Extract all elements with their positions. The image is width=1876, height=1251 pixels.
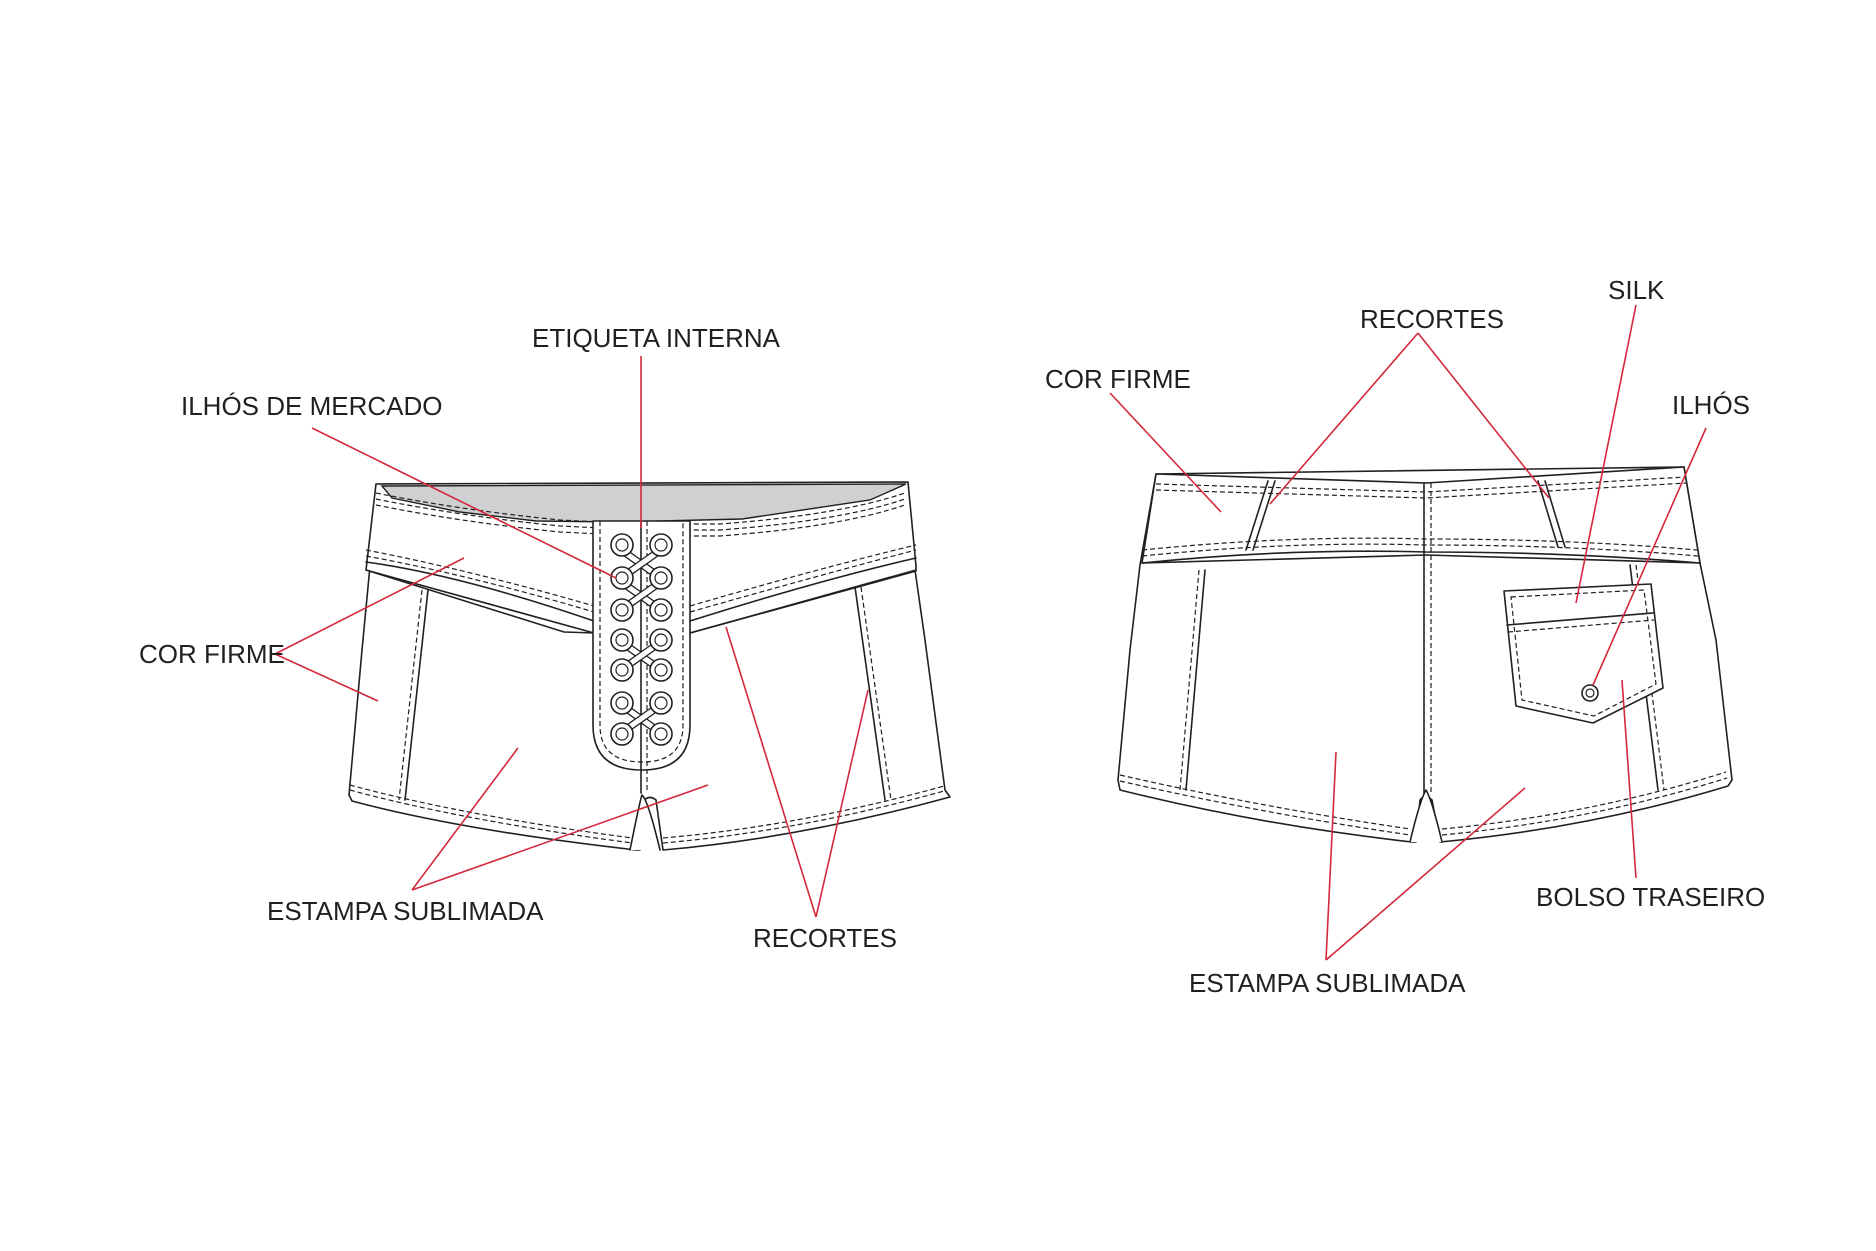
front-right-hem-stitch-2	[662, 790, 945, 844]
front-waistband-upper-edge-left	[365, 561, 595, 622]
leader-silk	[1575, 304, 1637, 604]
leader-recortes-1	[725, 626, 817, 918]
eyelet-icon	[654, 633, 668, 647]
front-left-hem-stitch-2	[349, 789, 633, 844]
front-leaders	[274, 356, 869, 918]
leader-estampa-2	[411, 784, 709, 891]
front-waistband-stitch-left-a	[365, 555, 595, 613]
back-recorte-right-b	[1537, 480, 1559, 548]
leader-cor-firme-2	[274, 653, 379, 702]
back-yoke-stitch-1	[1141, 543, 1699, 557]
back-left-hem-stitch	[1119, 774, 1411, 830]
front-waistband-stitch-right-a	[689, 549, 917, 613]
eyelet-icon	[654, 538, 668, 552]
front-right-hem-stitch	[662, 785, 945, 839]
front-right-side-seam	[854, 586, 886, 801]
back-recorte-right	[1544, 480, 1566, 548]
leader-recortes-2	[815, 689, 869, 918]
back-crotch	[1409, 789, 1443, 843]
front-waistband-lower-edge	[365, 569, 595, 634]
front-left-side-seam	[404, 589, 429, 801]
label-recortes-front: RECORTES	[753, 923, 897, 953]
back-pocket-flap-line	[1506, 612, 1654, 626]
back-right-hem-stitch-2	[1441, 777, 1728, 836]
eyelet-icon	[615, 538, 629, 552]
label-cor-firme-front: COR FIRME	[139, 639, 285, 669]
eyelet-icon	[654, 603, 668, 617]
front-left-side-seam-stitch	[398, 589, 423, 801]
back-left-side-seam	[1185, 569, 1206, 791]
label-bolso-traseiro: BOLSO TRASEIRO	[1536, 882, 1765, 912]
back-left-hem-stitch-2	[1119, 780, 1411, 836]
leader-recortes-back-2	[1417, 332, 1550, 499]
leader-estampa-back-2	[1325, 787, 1526, 961]
leader-cor-firme-back	[1109, 392, 1222, 513]
leader-recortes-back-1	[1269, 332, 1419, 505]
back-pocket-flap-stitch	[1507, 619, 1655, 633]
front-left-hem-stitch	[349, 784, 633, 839]
label-estampa-sublimada-front: ESTAMPA SUBLIMADA	[267, 896, 544, 926]
back-pocket-eyelet-inner-icon	[1585, 688, 1595, 698]
label-ilhos-de-mercado: ILHÓS DE MERCADO	[181, 391, 443, 421]
eyelet-icon	[615, 727, 629, 741]
label-ilhos: ILHÓS	[1672, 390, 1750, 420]
eyelets	[610, 533, 673, 746]
front-waistband-lower-edge-right	[689, 569, 917, 634]
eyelet-icon	[615, 663, 629, 677]
eyelet-icon	[615, 696, 629, 710]
eyelet-icon	[654, 727, 668, 741]
front-lace-panel-stitch	[599, 521, 684, 763]
leader-estampa-back-1	[1325, 751, 1337, 961]
front-waistband-stitch-right-b	[689, 544, 917, 607]
label-recortes-back: RECORTES	[1360, 304, 1504, 334]
front-crotch	[629, 794, 661, 851]
eyelet-icon	[615, 603, 629, 617]
leader-ilhos	[1592, 427, 1707, 686]
back-recorte-left-b	[1245, 480, 1269, 551]
back-yoke-seam	[1141, 550, 1701, 564]
front-waistband-stitch-left-b	[365, 549, 595, 607]
back-right-hem-stitch	[1441, 771, 1727, 830]
back-left-side-seam-stitch	[1179, 569, 1200, 791]
label-silk: SILK	[1608, 275, 1665, 305]
eyelet-icon	[615, 633, 629, 647]
back-pocket-stitch	[1510, 589, 1657, 717]
label-cor-firme-back: COR FIRME	[1045, 364, 1191, 394]
front-waistband-upper-edge-right	[689, 557, 917, 622]
eyelet-icon	[654, 663, 668, 677]
label-estampa-sublimada-back: ESTAMPA SUBLIMADA	[1189, 968, 1466, 998]
eyelet-icon	[615, 571, 629, 585]
leader-ilhos-de-mercado	[311, 427, 617, 579]
front-lacing	[610, 533, 673, 746]
back-waistband-top-stitch-2	[1155, 482, 1688, 499]
front-view: ETIQUETA INTERNA ILHÓS DE MERCADO COR FI…	[139, 323, 951, 953]
leader-estampa-1	[411, 747, 519, 891]
eyelet-icon	[654, 571, 668, 585]
eyelet-icon	[654, 696, 668, 710]
back-waistband-top-stitch-1	[1155, 476, 1687, 493]
back-leaders	[1109, 304, 1707, 961]
leader-bolso-traseiro	[1621, 679, 1637, 879]
label-etiqueta-interna: ETIQUETA INTERNA	[532, 323, 781, 353]
back-yoke-stitch-2	[1141, 537, 1698, 551]
back-view: RECORTES SILK COR FIRME ILHÓS BOLSO TRAS…	[1045, 275, 1765, 998]
front-right-side-seam-stitch	[860, 586, 892, 801]
back-recorte-left	[1252, 480, 1276, 551]
leader-cor-firme-1	[274, 557, 465, 655]
